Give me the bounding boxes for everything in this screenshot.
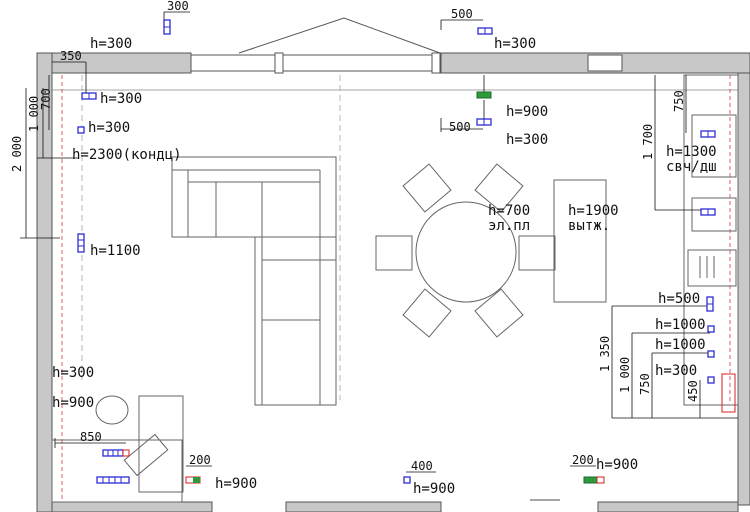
label-h1900: h=1900	[568, 203, 619, 219]
label-elpl: эл.пл	[488, 218, 530, 234]
kitchen-island	[553, 179, 607, 303]
socket-right-300	[707, 376, 715, 384]
window-top-1	[190, 54, 442, 72]
wall-right	[737, 72, 750, 506]
wall-bottom-left	[51, 501, 213, 512]
label-svch: свч/дш	[666, 159, 717, 175]
label-h1300: h=1300	[666, 144, 717, 160]
window-top-post-2	[431, 52, 441, 74]
label-h900-b3: h=900	[596, 457, 638, 473]
guide-lines	[81, 75, 341, 400]
label-h900-b2: h=900	[413, 481, 455, 497]
label-h300-top-right: h=300	[494, 36, 536, 52]
socket-top-right	[477, 27, 493, 35]
height-labels: h=300 h=300 h=300 h=300 h=2300(кондц) h=…	[52, 36, 717, 497]
socket-bottom-3	[583, 476, 605, 484]
dim-500-top: 500	[451, 7, 473, 21]
socket-right-500	[706, 296, 714, 312]
label-h300-top: h=300	[90, 36, 132, 52]
socket-top	[163, 19, 171, 35]
dim-2000: 2 000	[10, 136, 24, 172]
label-h300-left-b: h=300	[88, 120, 130, 136]
socket-center	[476, 118, 492, 126]
dim-350: 350	[60, 49, 82, 63]
wall-bottom-right	[597, 501, 739, 512]
bay-roof	[238, 17, 441, 54]
label-h900-b1: h=900	[215, 476, 257, 492]
label-h300-left-a: h=300	[100, 91, 142, 107]
dim-200-b: 200	[572, 453, 594, 467]
dining-table	[375, 163, 556, 338]
windows	[52, 17, 738, 91]
label-h1000-b: h=1000	[655, 337, 706, 353]
dim-750-right: 750	[672, 90, 686, 112]
dimension-lines	[20, 11, 738, 501]
label-h900-center: h=900	[506, 104, 548, 120]
dim-500-mid: 500	[449, 120, 471, 134]
dim-850: 850	[80, 430, 102, 444]
socket-desk-900	[102, 449, 130, 457]
kitchen-counter	[683, 74, 739, 413]
reference-lines	[61, 75, 731, 502]
label-h700: h=700	[488, 203, 530, 219]
label-h900-desk: h=900	[52, 395, 94, 411]
socket-microwave	[700, 130, 716, 138]
socket-bottom-2	[403, 476, 411, 484]
dim-1700: 1 700	[641, 124, 655, 160]
dim-1350: 1 350	[598, 336, 612, 372]
label-h300-desk: h=300	[52, 365, 94, 381]
dim-1000-right: 1 000	[618, 357, 632, 393]
label-h300-center: h=300	[506, 132, 548, 148]
label-h2300: h=2300(кондц)	[72, 147, 182, 163]
socket-green-center	[476, 91, 492, 99]
socket-right-1000b	[707, 350, 715, 358]
dim-300: 300	[167, 0, 189, 13]
dimension-labels: 300 500 350 500 850 200 400 200 700 1 00…	[10, 0, 700, 473]
socket-left-1	[81, 92, 97, 100]
socket-left-2	[77, 126, 85, 134]
label-vytzh: вытж.	[568, 218, 610, 234]
socket-bottom-1	[185, 476, 201, 484]
dim-1000-left: 1 000	[27, 96, 41, 132]
window-top-2	[587, 54, 623, 72]
corner-sofa	[171, 156, 337, 406]
dim-750-low: 750	[638, 373, 652, 395]
dim-450: 450	[686, 380, 700, 402]
wall-bottom-mid	[285, 501, 442, 512]
sockets	[77, 19, 716, 484]
desk-area	[51, 395, 184, 503]
label-h300-right: h=300	[655, 363, 697, 379]
label-h1000-a: h=1000	[655, 317, 706, 333]
wall-left	[36, 52, 53, 512]
socket-hood	[700, 208, 716, 216]
window-top-post-1	[274, 52, 284, 74]
label-h500-right: h=500	[658, 291, 700, 307]
socket-left-triple	[77, 233, 85, 253]
label-h1100: h=1100	[90, 243, 141, 259]
socket-right-1000a	[707, 325, 715, 333]
socket-desk-300	[96, 476, 130, 484]
dim-400: 400	[411, 459, 433, 473]
dim-700-left: 700	[39, 88, 53, 110]
dim-200-a: 200	[189, 453, 211, 467]
